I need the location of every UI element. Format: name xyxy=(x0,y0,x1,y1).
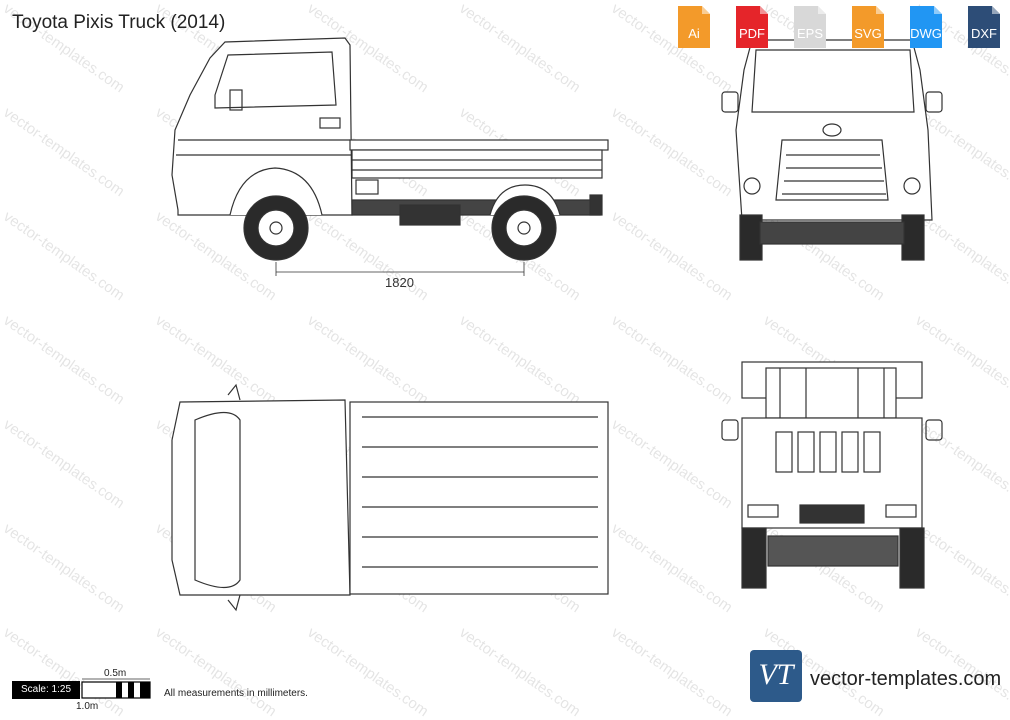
format-badge-label: PDF xyxy=(739,26,765,41)
scale-half-label: 0.5m xyxy=(104,668,127,679)
vt-logo-icon[interactable]: VT xyxy=(750,650,802,702)
format-badge-dxf[interactable]: DXF xyxy=(958,4,1010,52)
format-badge-dwg[interactable]: DWG xyxy=(900,4,952,52)
dwg-file-icon xyxy=(910,6,942,48)
format-badge-svg[interactable]: SVG xyxy=(842,4,894,52)
brand-link[interactable]: vector-templates.com xyxy=(810,668,1002,690)
measurement-note: All measurements in millimeters. xyxy=(164,688,308,699)
vt-logo-text: VT xyxy=(758,658,794,691)
top-view xyxy=(171,383,609,612)
dxf-file-icon xyxy=(968,6,1000,48)
format-badge-ai[interactable]: Ai xyxy=(668,4,720,52)
side-view xyxy=(171,37,609,276)
page-title: Toyota Pixis Truck (2014) xyxy=(12,12,226,33)
rear-view xyxy=(721,361,943,589)
format-badge-label: SVG xyxy=(854,26,882,41)
svg-file-icon xyxy=(852,6,884,48)
format-badges: Ai PDF EPS SVG DWG DXF xyxy=(668,4,1010,52)
front-view xyxy=(721,39,943,261)
scale-bar xyxy=(81,678,151,699)
format-badge-eps[interactable]: EPS xyxy=(784,4,836,52)
format-badge-label: EPS xyxy=(796,26,823,41)
scale-full-label: 1.0m xyxy=(76,701,99,712)
dimension-value: 1820 xyxy=(385,275,414,290)
format-badge-label: DXF xyxy=(971,26,997,41)
ai-file-icon xyxy=(678,6,710,48)
scale-label: Scale: 1:25 xyxy=(12,681,80,699)
pdf-file-icon xyxy=(736,6,768,48)
format-badge-pdf[interactable]: PDF xyxy=(726,4,778,52)
format-badge-label: Ai xyxy=(688,26,700,41)
format-badge-label: DWG xyxy=(910,26,942,41)
eps-file-icon xyxy=(794,6,826,48)
